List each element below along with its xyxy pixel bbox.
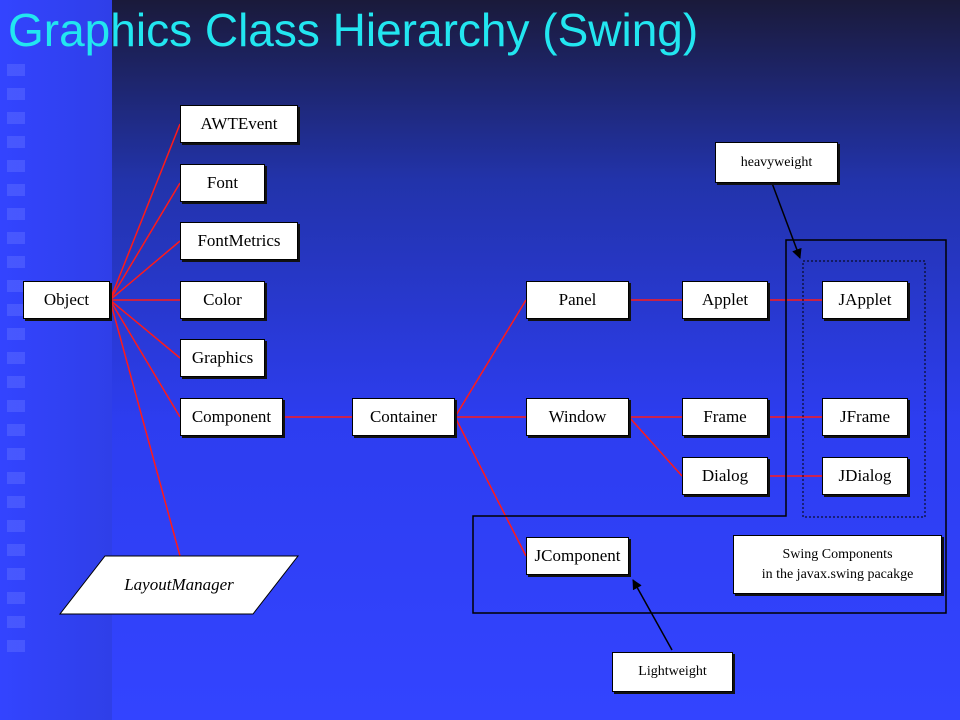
edge-object-awtevent	[109, 123, 181, 301]
class-object: Object	[23, 281, 110, 319]
swing-note-line2: in the javax.swing pacakge	[761, 566, 914, 582]
class-dialog: Dialog	[682, 457, 768, 495]
class-panel: Panel	[526, 281, 629, 319]
class-layoutmanager: LayoutManager	[124, 575, 234, 594]
class-font: Font	[180, 164, 265, 202]
lightweight-arrow	[632, 579, 673, 651]
edge-object-font	[109, 182, 181, 301]
slide-title: Graphics Class Hierarchy (Swing)	[8, 4, 699, 56]
edge-object-fontmetrics	[109, 240, 181, 301]
class-window: Window	[526, 398, 629, 436]
swing-components-note: Swing Components in the javax.swing paca…	[733, 535, 942, 594]
edge-container-panel	[454, 299, 527, 418]
decorative-square-strip	[7, 64, 25, 664]
swing-region-outline	[472, 239, 947, 614]
class-graphics: Graphics	[180, 339, 265, 377]
class-jcomponent: JComponent	[526, 537, 629, 575]
class-jdialog: JDialog	[822, 457, 908, 495]
heavyweight-arrow	[771, 182, 802, 259]
class-awtevent: AWTEvent	[180, 105, 298, 143]
layoutmanager-shape	[58, 555, 300, 615]
edge-object-component	[109, 299, 181, 418]
class-jframe: JFrame	[822, 398, 908, 436]
swing-note-line1: Swing Components	[782, 546, 893, 562]
heavyweight-group-outline	[802, 260, 926, 518]
class-japplet: JApplet	[822, 281, 908, 319]
class-component: Component	[180, 398, 283, 436]
class-fontmetrics: FontMetrics	[180, 222, 298, 260]
class-color: Color	[180, 281, 265, 319]
class-applet: Applet	[682, 281, 768, 319]
class-frame: Frame	[682, 398, 768, 436]
lightweight-note: Lightweight	[612, 652, 733, 692]
class-container: Container	[352, 398, 455, 436]
heavyweight-note: heavyweight	[715, 142, 838, 183]
edge-container-jcomponent	[454, 416, 527, 557]
edge-object-graphics	[109, 299, 181, 359]
edge-object-layoutmanager	[109, 299, 181, 557]
edge-window-dialog	[628, 416, 683, 477]
